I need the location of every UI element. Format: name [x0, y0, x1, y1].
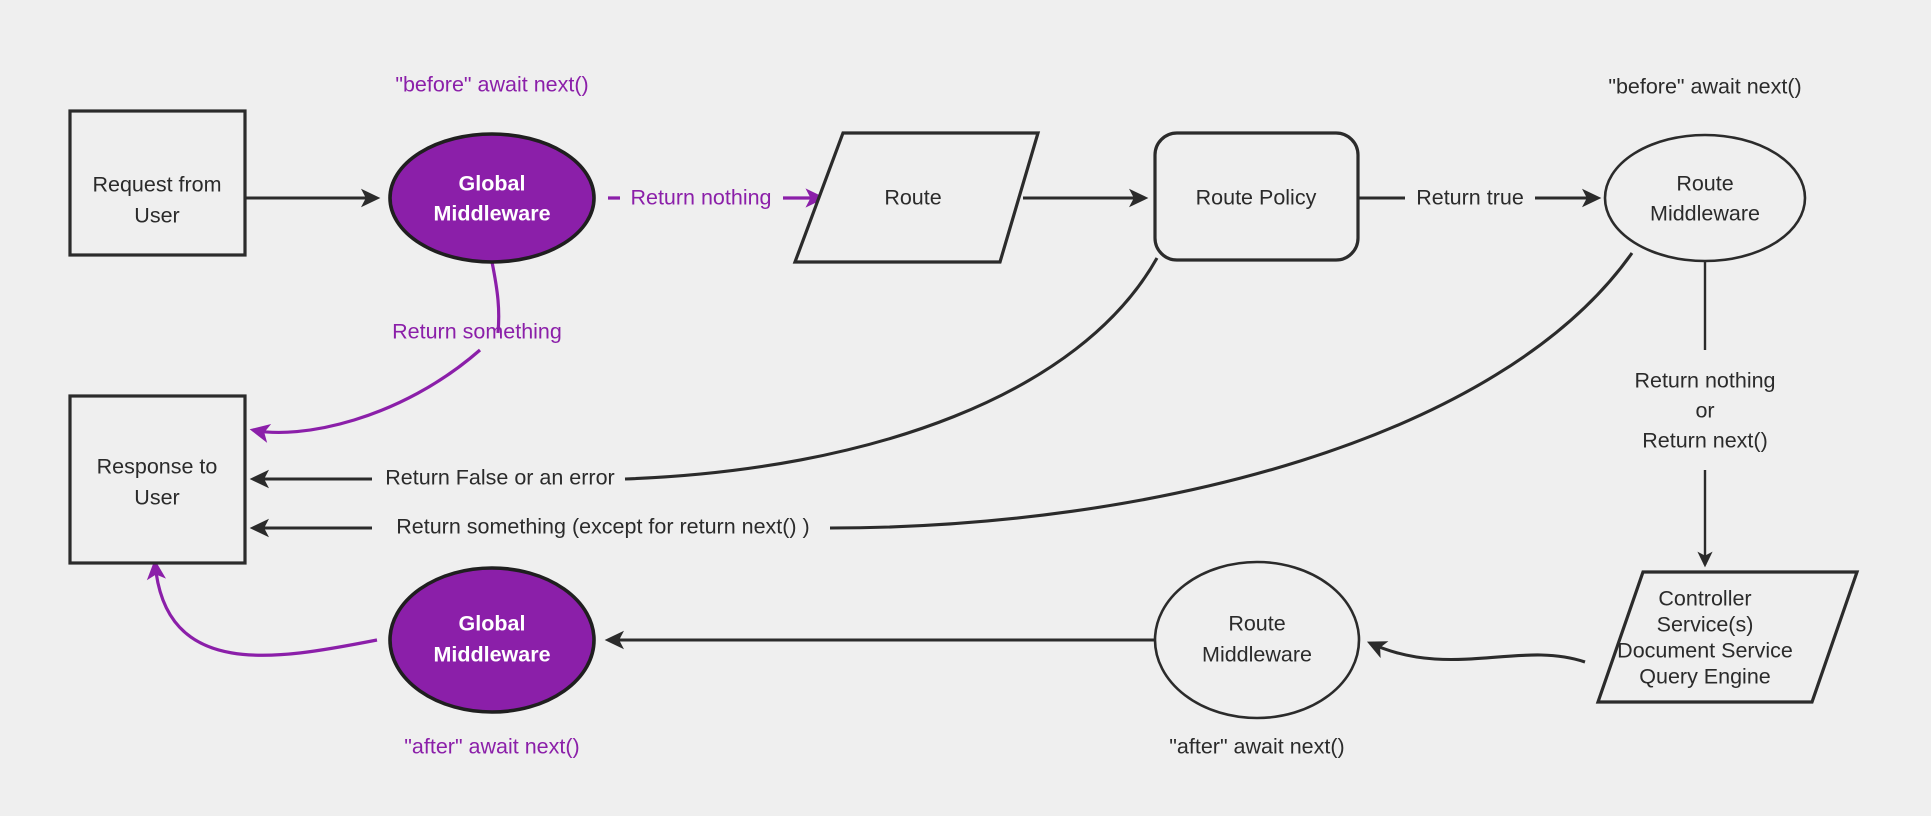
edge-route-policy-false-curve	[624, 257, 1159, 481]
global-middleware-top-ellipse	[388, 132, 596, 264]
global-middleware-bottom-label-line1: Global	[459, 612, 526, 636]
node-request-from-user[interactable]: Request from User	[68, 109, 247, 257]
edge-label-return-next-line3: Return next()	[1642, 429, 1767, 453]
route-label: Route	[884, 186, 941, 210]
route-middleware-top-ellipse	[1603, 133, 1807, 263]
global-middleware-top-label-line1: Global	[459, 172, 526, 196]
edge-label-return-something-except: Return something (except for return next…	[396, 515, 809, 539]
annotation-before-await-next-route: "before" await next()	[1608, 75, 1801, 99]
route-parallelogram	[792, 131, 1041, 264]
annotation-after-await-next-global: "after" await next()	[404, 735, 579, 759]
edge-global-middleware-to-response	[253, 261, 501, 432]
global-middleware-top-label-line2: Middleware	[433, 202, 550, 226]
response-to-user-box	[68, 394, 247, 565]
edge-label-return-nothing: Return nothing	[630, 186, 771, 210]
edge-label-return-nothing-or-line2: or	[1695, 399, 1714, 423]
controller-services-label-line1: Controller	[1658, 587, 1751, 611]
node-global-middleware-top[interactable]: Global Middleware	[388, 132, 596, 264]
node-route[interactable]: Route	[792, 131, 1041, 264]
node-global-middleware-bottom[interactable]: Global Middleware	[388, 566, 596, 714]
request-from-user-label-line2: User	[134, 204, 179, 228]
node-route-middleware-top[interactable]: Route Middleware	[1603, 133, 1807, 263]
response-to-user-label-line2: User	[134, 486, 179, 510]
route-middleware-bottom-label-line1: Route	[1228, 612, 1285, 636]
node-controller-services[interactable]: Controller Service(s) Document Service Q…	[1595, 570, 1860, 704]
route-middleware-bottom-label-line2: Middleware	[1202, 643, 1312, 667]
route-middleware-top-label-line2: Middleware	[1650, 202, 1760, 226]
route-middleware-top-label-line1: Route	[1676, 172, 1733, 196]
global-middleware-bottom-label-line2: Middleware	[433, 643, 550, 667]
node-route-policy[interactable]: Route Policy	[1153, 131, 1360, 262]
edge-controller-to-route-middleware-bottom	[1366, 641, 1586, 664]
node-route-middleware-bottom[interactable]: Route Middleware	[1153, 560, 1361, 720]
controller-services-label-line3: Document Service	[1617, 639, 1793, 663]
edge-global-middleware-bottom-to-response	[146, 559, 378, 657]
response-to-user-label-line1: Response to	[97, 455, 218, 479]
global-middleware-bottom-ellipse	[388, 566, 596, 714]
edge-label-return-false-or-error: Return False or an error	[385, 466, 614, 490]
controller-services-parallelogram	[1595, 570, 1860, 704]
route-middleware-bottom-ellipse	[1153, 560, 1361, 720]
edge-label-return-true: Return true	[1416, 186, 1524, 210]
node-response-to-user[interactable]: Response to User	[68, 394, 247, 565]
edge-label-return-something-global: Return something	[392, 320, 562, 344]
edge-label-return-nothing-or-line1: Return nothing	[1634, 369, 1775, 393]
edge-route-middleware-something-curve	[829, 252, 1634, 530]
route-policy-box	[1153, 131, 1360, 262]
annotation-after-await-next-route: "after" await next()	[1169, 735, 1344, 759]
controller-services-label-line4: Query Engine	[1639, 665, 1770, 689]
request-from-user-label-line1: Request from	[92, 173, 221, 197]
request-from-user-box	[68, 109, 247, 257]
annotation-before-await-next-global: "before" await next()	[395, 73, 588, 97]
route-policy-label: Route Policy	[1196, 186, 1317, 210]
controller-services-label-line2: Service(s)	[1657, 613, 1754, 637]
